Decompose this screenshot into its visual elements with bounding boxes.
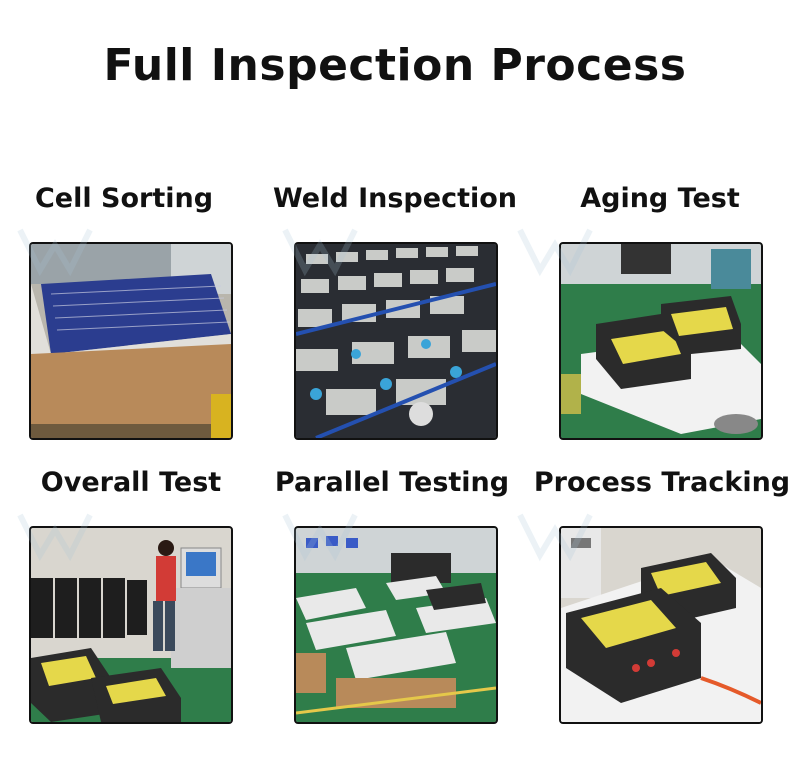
step-label-overall-test: Overall Test <box>40 467 222 498</box>
weld-inspection-photo <box>294 242 498 440</box>
page-title: Full Inspection Process <box>103 40 687 91</box>
aging-test-photo <box>559 242 763 440</box>
step-label-aging-test: Aging Test <box>580 183 740 214</box>
process-tracking-photo <box>559 526 763 724</box>
overall-test-photo <box>29 526 233 724</box>
step-label-weld-inspection: Weld Inspection <box>272 183 518 214</box>
step-label-parallel-testing: Parallel Testing <box>274 467 510 498</box>
step-label-cell-sorting: Cell Sorting <box>34 183 214 214</box>
cell-sorting-photo <box>29 242 233 440</box>
step-label-process-tracking: Process Tracking <box>533 467 790 498</box>
parallel-testing-photo <box>294 526 498 724</box>
